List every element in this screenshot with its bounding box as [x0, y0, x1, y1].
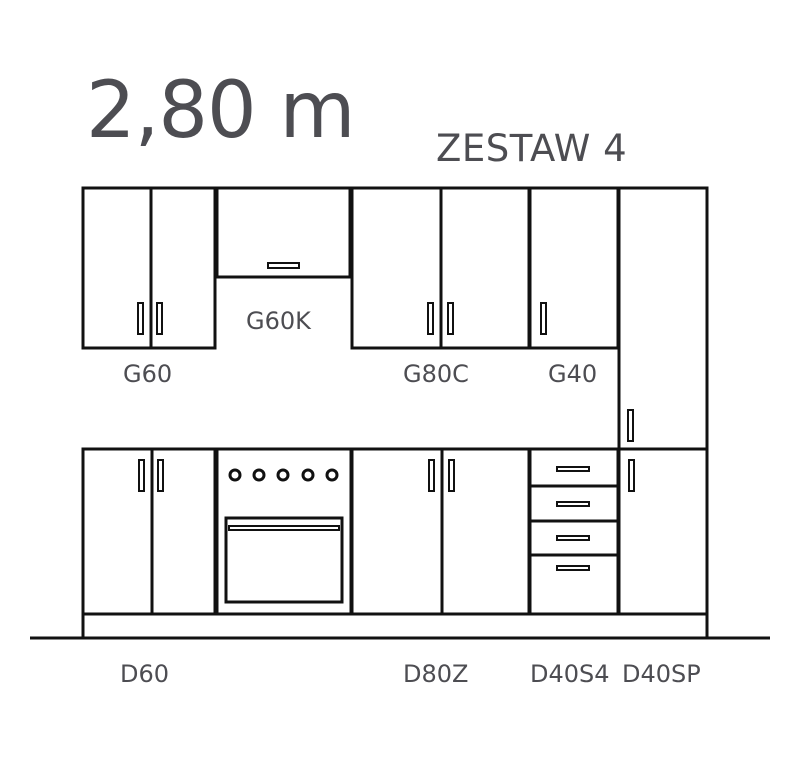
handle-icon: [428, 459, 435, 492]
handle-icon: [427, 302, 434, 335]
handle-icon: [138, 459, 145, 492]
drawer-handle-icon: [556, 565, 590, 571]
label-d40sp: D40SP: [622, 660, 701, 688]
handle-icon: [157, 459, 164, 492]
burner-icon: [301, 468, 315, 482]
burner-icon: [276, 468, 290, 482]
handle-icon: [448, 459, 455, 492]
oven-door: [224, 516, 344, 604]
oven-unit: [215, 447, 353, 616]
label-d40s4: D40S4: [530, 660, 610, 688]
handle-icon: [156, 302, 163, 335]
cabinet-g40: [528, 186, 620, 350]
handle-icon: [627, 409, 634, 442]
label-g60k: G60K: [246, 307, 311, 335]
drawer-handle-icon: [556, 466, 590, 472]
cabinet-g60: [81, 186, 217, 350]
label-g80c: G80C: [403, 360, 469, 388]
handle-icon: [628, 459, 635, 492]
handle-icon: [137, 302, 144, 335]
burner-icon: [252, 468, 266, 482]
drawer-handle-icon: [556, 535, 590, 541]
handle-icon: [267, 262, 300, 269]
cabinet-d60: [81, 447, 217, 616]
drawer-handle-icon: [556, 501, 590, 507]
plinth: [81, 612, 709, 640]
cabinet-g60k: [215, 186, 352, 279]
set-name: ZESTAW 4: [436, 127, 628, 170]
label-g60: G60: [123, 360, 173, 388]
cabinet-d40s4: [528, 447, 620, 616]
burner-icon: [325, 468, 339, 482]
cabinet-d80z: [350, 447, 531, 616]
label-d60: D60: [120, 660, 170, 688]
cabinet-tall-upper: [617, 186, 709, 451]
cabinet-d40sp: [617, 447, 709, 616]
total-length: 2,80 m: [86, 66, 355, 156]
label-d80z: D80Z: [403, 660, 469, 688]
cabinet-g80c: [350, 186, 531, 350]
label-g40: G40: [548, 360, 598, 388]
burner-icon: [228, 468, 242, 482]
oven-handle-icon: [228, 525, 340, 531]
handle-icon: [447, 302, 454, 335]
handle-icon: [540, 302, 547, 335]
